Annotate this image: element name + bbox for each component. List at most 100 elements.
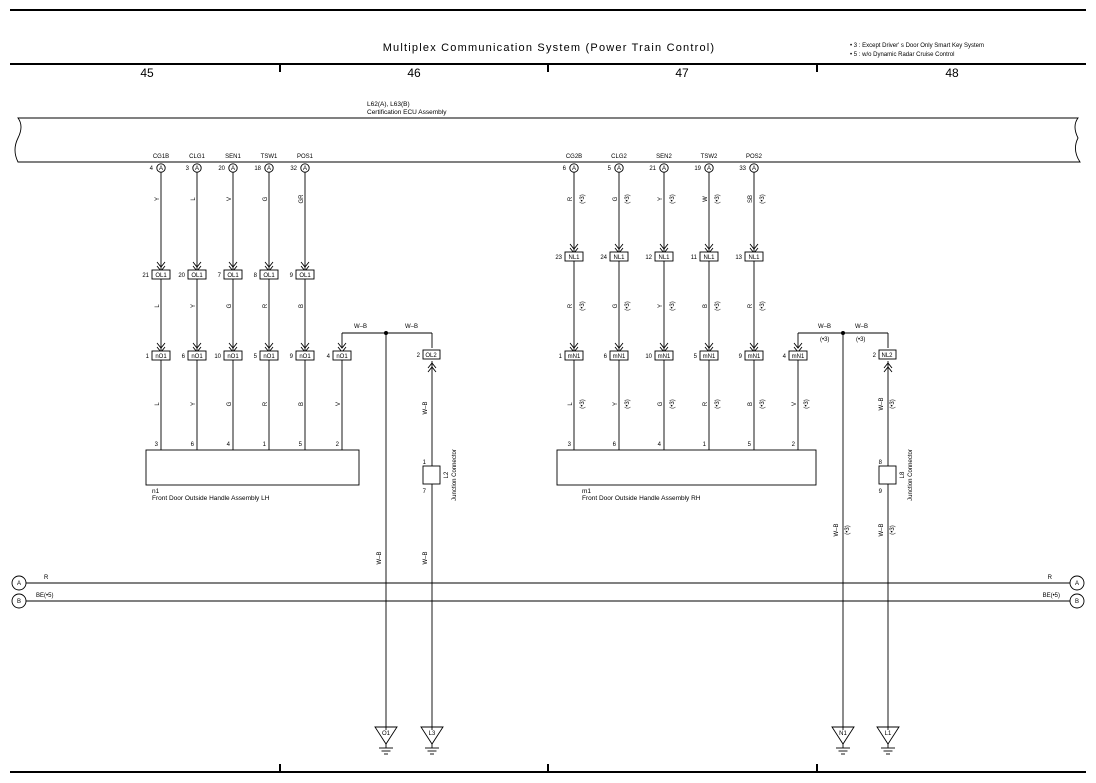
- note-ref: (•3): [580, 194, 586, 203]
- connector-code: OL1: [191, 273, 203, 279]
- connector-pin: 13: [735, 255, 742, 261]
- junction-name: L8: [900, 471, 906, 478]
- note-ref: (•3): [760, 194, 766, 203]
- wire-color: B: [748, 402, 754, 406]
- connector-pin: 6: [604, 354, 608, 360]
- lh-device-name: Front Door Outside Handle Assembly LH: [152, 495, 270, 502]
- connector-pin: 4: [783, 354, 787, 360]
- note-ref: (•3): [890, 399, 896, 408]
- wire-color: Y: [658, 304, 664, 308]
- ecu-pin-name: CLG1: [189, 154, 205, 160]
- note-5: • 5 : w/o Dynamic Radar Cruise Control: [850, 52, 954, 58]
- ecu-pin-number: 6: [563, 166, 567, 172]
- note-ref: (•3): [856, 337, 865, 343]
- wire-color: G: [613, 196, 619, 201]
- connector-code: OL2: [425, 353, 437, 359]
- ecu-code: L62(A), L63(B): [367, 101, 410, 108]
- connector-code: mN1: [658, 354, 671, 360]
- ecu-pin-name: CG1B: [153, 154, 169, 160]
- connector-pin: 9: [290, 354, 294, 360]
- ground-code: O1: [382, 731, 391, 737]
- connector-pin: 1: [559, 354, 563, 360]
- device-pin: 6: [191, 442, 195, 448]
- note-ref: (•3): [715, 194, 721, 203]
- wire-color: V: [227, 197, 233, 201]
- connector-code: nO1: [227, 354, 239, 360]
- wire-color: G: [263, 196, 269, 201]
- connector-code: NL2: [881, 353, 893, 359]
- connector-pin: 11: [691, 255, 698, 261]
- column-number: 46: [407, 66, 421, 80]
- wire-color: W–B: [405, 324, 418, 330]
- device-pin: 3: [568, 442, 572, 448]
- wire-color: V: [336, 402, 342, 406]
- ecu-name: Certification ECU Assembly: [367, 109, 447, 116]
- pin-a-letter: A: [195, 166, 199, 172]
- device-pin: 5: [748, 442, 752, 448]
- connector-pin: 9: [739, 354, 743, 360]
- wire-color: V: [792, 402, 798, 406]
- wire-color: Y: [191, 304, 197, 308]
- column-number: 47: [675, 66, 689, 80]
- note-ref: (•3): [845, 525, 851, 534]
- ground-symbol: O1: [374, 726, 398, 755]
- wire-color: W–B: [818, 324, 831, 330]
- note-3: • 3 : Except Driver' s Door Only Smart K…: [850, 43, 984, 49]
- connector-code: NL1: [748, 255, 760, 261]
- wire-color: B: [299, 402, 305, 406]
- wire-color: Y: [191, 402, 197, 406]
- pin-a-letter: A: [707, 166, 711, 172]
- circuit-line: TSW118AGOL18RnO15R1TRG+: [254, 154, 279, 460]
- ecu-pin-number: 18: [254, 166, 261, 172]
- device-pin: 1: [703, 442, 707, 448]
- pin-a-letter: A: [752, 166, 756, 172]
- wire-color: Y: [155, 197, 161, 201]
- ground-symbol: N1: [831, 726, 855, 755]
- wire-color: W–B: [423, 551, 429, 564]
- note-ref: (•3): [580, 399, 586, 408]
- connector-code: OL1: [299, 273, 311, 279]
- lh-handle-assembly: [145, 449, 360, 486]
- wire-color: W–B: [423, 401, 429, 414]
- ecu-pin-number: 33: [739, 166, 746, 172]
- connector-pin: 9: [290, 273, 294, 279]
- bus-wire-label: R: [1048, 575, 1053, 581]
- wire-color: G: [613, 303, 619, 308]
- wire-color: R: [263, 303, 269, 308]
- device-pin: 4: [658, 442, 662, 448]
- connector-code: mN1: [748, 354, 761, 360]
- connector-pin: 21: [142, 273, 149, 279]
- wire-color: W–B: [834, 523, 840, 536]
- wire-color: R: [568, 196, 574, 201]
- device-pin: 3: [155, 442, 159, 448]
- connector-code: nO1: [155, 354, 167, 360]
- wire-color: Y: [613, 402, 619, 406]
- bus-id: B: [1075, 599, 1079, 605]
- wire-color: SB: [748, 195, 754, 203]
- note-ref: (•3): [625, 194, 631, 203]
- wire-color: R: [748, 303, 754, 308]
- connector-pin: 10: [645, 354, 652, 360]
- pin-a-letter: A: [303, 166, 307, 172]
- note-ref: (•3): [890, 525, 896, 534]
- connector-pin: 7: [218, 273, 222, 279]
- connector-code: NL1: [703, 255, 715, 261]
- note-ref: (•3): [670, 194, 676, 203]
- rh-device-code: m1: [582, 488, 591, 495]
- rh-ground-branch: W–B W–B (•3) (•3) 8 9 L8 Junction Connec…: [797, 324, 914, 730]
- bus-id: A: [17, 581, 21, 587]
- connector-code: mN1: [703, 354, 716, 360]
- connector-code: nO1: [263, 354, 275, 360]
- device-pin: 6: [613, 442, 617, 448]
- circuit-line: POS132AGROL19BnO19B5B: [290, 154, 315, 460]
- connector-pin: 10: [214, 354, 221, 360]
- pin-a-letter: A: [572, 166, 576, 172]
- ecu-pin-name: TSW2: [701, 154, 718, 160]
- connector-code: NL1: [568, 255, 580, 261]
